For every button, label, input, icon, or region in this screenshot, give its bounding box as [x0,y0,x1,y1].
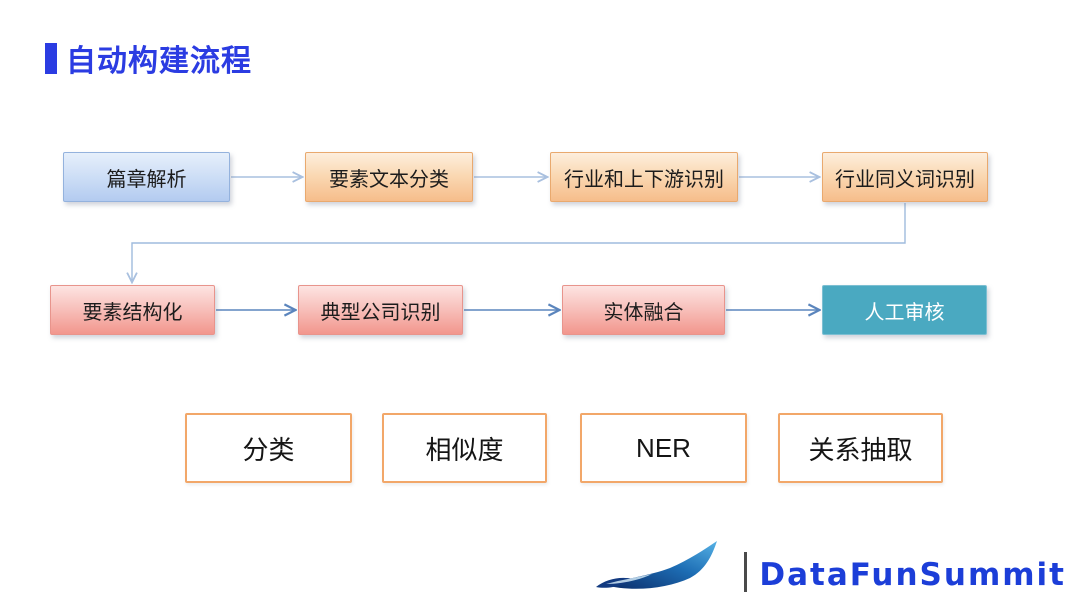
page-title: 自动构建流程 [45,36,252,80]
capability-relation-extraction: 关系抽取 [778,413,943,483]
footer-brand: DataFunSummit [594,540,1066,594]
flow-step-industry-synonym-recognize: 行业同义词识别 [822,152,988,202]
title-accent-bar [45,42,57,74]
brand-wordmark: DataFunSummit [759,556,1066,593]
brand-separator [744,552,748,592]
flow-step-document-parsing: 篇章解析 [63,152,230,202]
datafun-swoosh-icon [596,541,718,589]
flow-step-entity-fusion: 实体融合 [562,285,725,335]
elbow-connector [132,203,906,281]
flow-step-element-text-classify: 要素文本分类 [305,152,473,202]
flow-step-element-structuring: 要素结构化 [50,285,215,335]
flow-step-industry-updown-recognize: 行业和上下游识别 [550,152,738,202]
capability-classification: 分类 [185,413,352,483]
capability-similarity: 相似度 [382,413,547,483]
page-title-text: 自动构建流程 [66,45,252,78]
capability-ner: NER [580,413,747,483]
flow-step-typical-company-recognize: 典型公司识别 [298,285,463,335]
flow-step-manual-review: 人工审核 [822,285,987,335]
